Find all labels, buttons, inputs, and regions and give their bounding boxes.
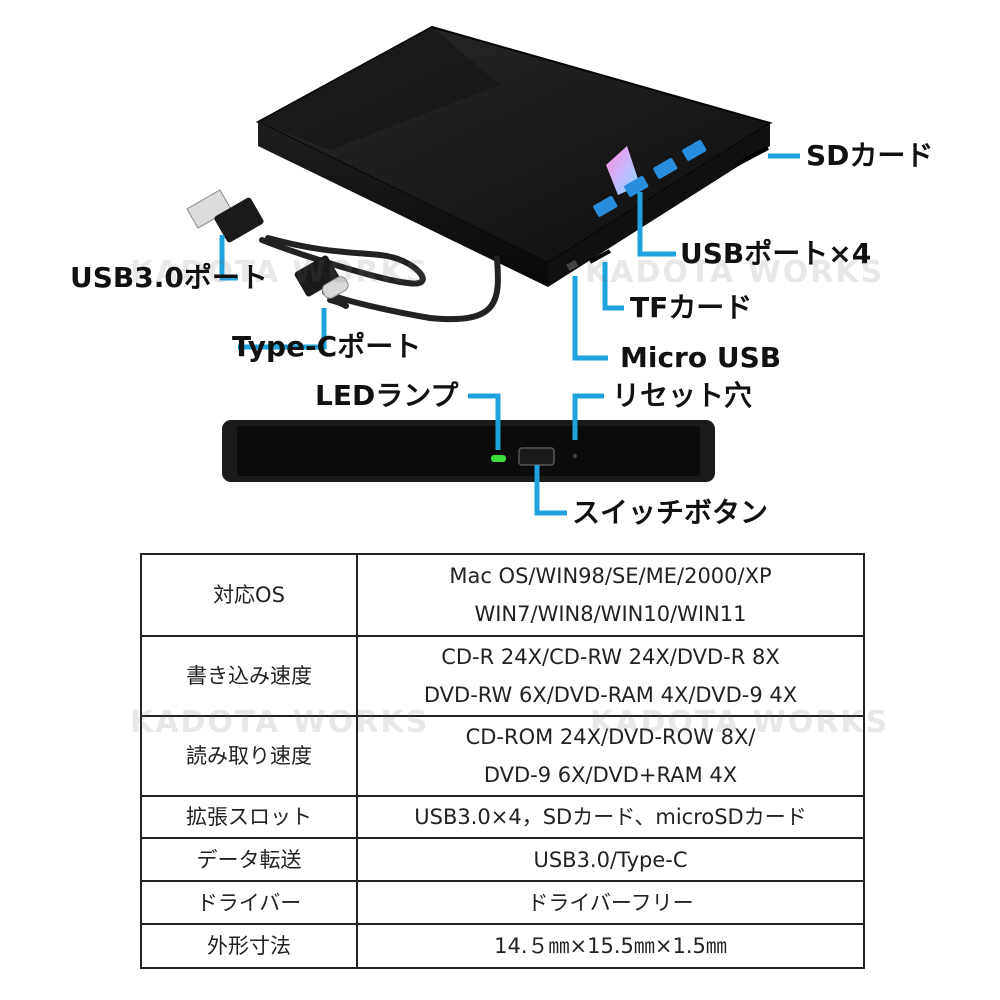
spec-row-driver: ドライバー ドライバーフリー — [140, 880, 865, 925]
drive-front-face — [258, 122, 548, 287]
drive-side-face — [548, 123, 770, 287]
sd-slot-icon — [735, 146, 769, 167]
led-light — [491, 455, 506, 462]
spec-label-expansion: 拡張スロット — [140, 795, 358, 839]
spec-value-read-line1: CD-ROM 24X/DVD-ROW 8X/ — [465, 725, 756, 749]
micro-usb-icon — [566, 259, 579, 271]
watermark-top-left: KADOTA WORKS — [130, 255, 430, 290]
callout-type-c-port: Type-Cポート — [232, 330, 422, 363]
optical-drive-angled — [255, 25, 773, 287]
callout-micro-usb: Micro USB — [620, 341, 782, 374]
usb-a-connector-icon — [186, 189, 264, 243]
spec-value-os-line1: Mac OS/WIN98/SE/ME/2000/XP — [449, 564, 772, 588]
spec-value-write-line1: CD-R 24X/CD-RW 24X/DVD-R 8X — [441, 645, 780, 669]
callout-tf-card: TFカード — [630, 291, 753, 324]
spec-value-write-line2: DVD-RW 6X/DVD-RAM 4X/DVD-9 4X — [423, 683, 798, 707]
spec-label-read-speed: 読み取り速度 — [140, 715, 358, 797]
product-illustration — [186, 25, 800, 516]
callout-usb30-port: USB3.0ポート — [70, 261, 268, 294]
spec-value-data-transfer: USB3.0/Type-C — [356, 837, 865, 882]
eject-button[interactable] — [518, 447, 555, 466]
spec-value-write-speed: CD-R 24X/CD-RW 24X/DVD-R 8X DVD-RW 6X/DV… — [356, 635, 865, 717]
optical-drive-front — [222, 420, 715, 482]
spec-value-driver: ドライバーフリー — [356, 880, 865, 925]
spec-label-driver: ドライバー — [140, 880, 358, 925]
spec-value-read-speed: CD-ROM 24X/DVD-ROW 8X/ DVD-9 6X/DVD+RAM … — [356, 715, 865, 797]
spec-value-expansion: USB3.0×4，SDカード、microSDカード — [356, 795, 865, 839]
spec-row-read-speed: 読み取り速度 CD-ROM 24X/DVD-ROW 8X/ DVD-9 6X/D… — [140, 715, 865, 797]
watermark-table-right: KADOTA WORKS — [590, 705, 890, 740]
tf-slot-icon — [589, 249, 611, 264]
spec-value-os-line2: WIN7/WIN8/WIN10/WIN11 — [474, 602, 747, 626]
spec-label-write-speed: 書き込み速度 — [140, 635, 358, 717]
callout-reset-hole: リセット穴 — [612, 379, 753, 412]
type-c-connector-icon — [294, 255, 349, 299]
spec-label-data-transfer: データ転送 — [140, 837, 358, 882]
callout-sd-card: SDカード — [806, 139, 934, 172]
spec-value-os: Mac OS/WIN98/SE/ME/2000/XP WIN7/WIN8/WIN… — [356, 553, 865, 637]
spec-label-dimensions: 外形寸法 — [140, 923, 358, 969]
callout-lines — [219, 153, 800, 516]
spec-row-write-speed: 書き込み速度 CD-R 24X/CD-RW 24X/DVD-R 8X DVD-R… — [140, 635, 865, 717]
reset-hole — [573, 454, 577, 458]
spec-row-data-transfer: データ転送 USB3.0/Type-C — [140, 837, 865, 882]
callout-led-lamp: LEDランプ — [315, 379, 459, 412]
spec-row-dimensions: 外形寸法 14.５㎜×15.5㎜×1.5㎜ — [140, 923, 865, 969]
spec-row-os: 対応OS Mac OS/WIN98/SE/ME/2000/XP WIN7/WIN… — [140, 553, 865, 637]
callout-usb-ports: USBポート×4 — [680, 237, 872, 270]
watermark-top-right: KADOTA WORKS — [585, 255, 885, 290]
spec-label-os: 対応OS — [140, 553, 358, 637]
spec-value-read-line2: DVD-9 6X/DVD+RAM 4X — [483, 763, 738, 787]
watermark-table-left: KADOTA WORKS — [130, 705, 430, 740]
spec-value-dimensions: 14.５㎜×15.5㎜×1.5㎜ — [356, 923, 865, 969]
spec-table: 対応OS Mac OS/WIN98/SE/ME/2000/XP WIN7/WIN… — [140, 553, 865, 969]
usb-port-icons — [593, 140, 707, 217]
callout-switch-button: スイッチボタン — [572, 496, 769, 529]
spec-row-expansion: 拡張スロット USB3.0×4，SDカード、microSDカード — [140, 795, 865, 839]
